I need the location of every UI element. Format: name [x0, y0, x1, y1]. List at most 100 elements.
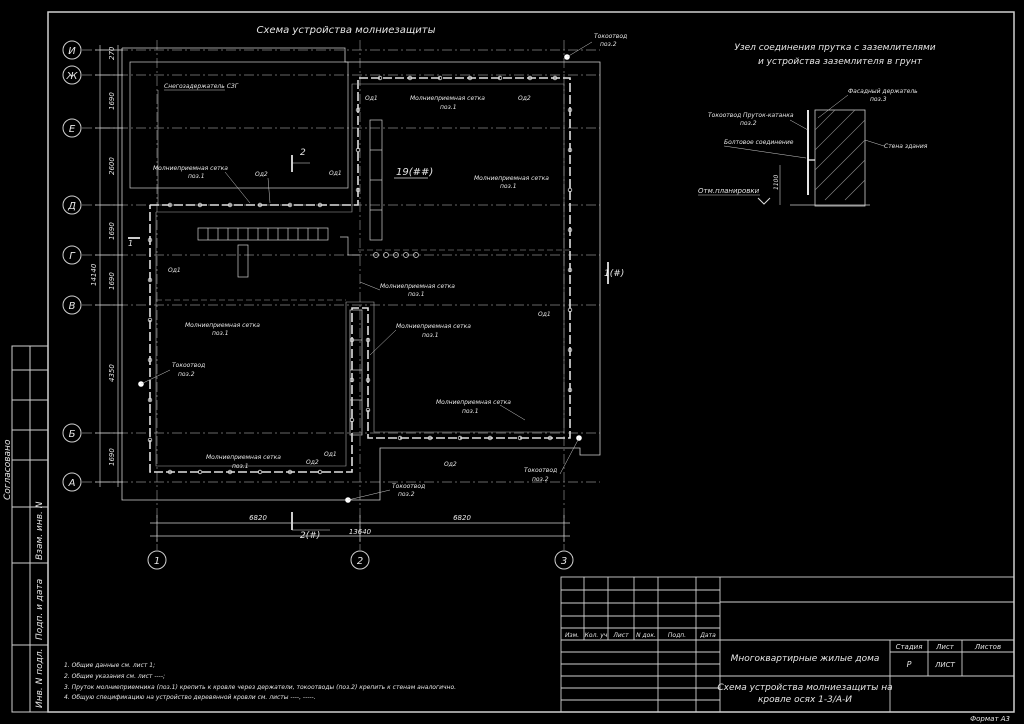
- dim-6820-left: 6820: [249, 514, 267, 522]
- label-mesh-5: Молниеприемная сетка: [185, 322, 260, 329]
- node-down-rod-pos: поз.2: [740, 120, 757, 127]
- label-mesh-2-pos: поз.1: [500, 183, 517, 190]
- tb-h-podp: Подп.: [668, 632, 686, 639]
- node-detail: [757, 109, 870, 207]
- axis-V: В: [69, 301, 76, 312]
- axis-3: 3: [561, 556, 567, 567]
- note-3: 3. Пруток молниеприемника (поз.1) крепит…: [64, 684, 456, 691]
- label-od1-top: Од1: [365, 95, 378, 102]
- label-mesh-3-pos: поз.1: [188, 173, 205, 180]
- label-mesh-7-pos: поз.1: [462, 408, 479, 415]
- tb-h-doc: N док.: [636, 632, 656, 639]
- tb-h-list: Лист: [612, 632, 629, 639]
- node-down-rod: Токоотвод Пруток-катанка: [708, 112, 794, 119]
- roof-details: [197, 119, 383, 436]
- tb-h-izm: Изм.: [565, 632, 579, 639]
- roof-vents: [373, 252, 419, 258]
- axis-letters: [62, 40, 82, 492]
- axis-D: Д: [67, 201, 76, 212]
- node-dim: 1100: [773, 175, 780, 190]
- label-mesh-6: Молниеприемная сетка: [396, 323, 471, 330]
- label-od2-left: Од2: [255, 171, 268, 178]
- axis-2: 2: [357, 556, 363, 567]
- dim-4350: 4350: [108, 364, 116, 382]
- note-4: 4. Общую спецификацию на устройство дере…: [64, 694, 316, 701]
- horizontal-dims: [150, 515, 570, 542]
- axis-numbers: [147, 550, 574, 570]
- label-mesh-8-pos: поз.1: [232, 463, 249, 470]
- label-od1-bottom: Од1: [324, 451, 337, 458]
- tb-project: Многоквартирные жилые дома: [731, 654, 880, 664]
- label-od1-mid: Од1: [329, 170, 342, 177]
- tb-stage: Р: [907, 660, 912, 669]
- label-od2-top: Од2: [518, 95, 531, 102]
- axis-E: Е: [69, 124, 76, 135]
- node-bolt: Болтовое соединение: [724, 139, 794, 146]
- tb-format: Формат А3: [970, 715, 1010, 723]
- mesh-holders: [147, 75, 573, 475]
- drawing-title: Схема устройства молниезащиты: [257, 25, 436, 36]
- tb-stage-h: Стадия: [896, 643, 923, 651]
- label-mesh-4: Молниеприемная сетка: [380, 283, 455, 290]
- building-outline: [121, 47, 601, 501]
- axis-Zh: Ж: [66, 71, 79, 82]
- roof-part-upper-left: [129, 61, 349, 189]
- label-mesh-2: Молниеприемная сетка: [474, 175, 549, 182]
- node-facade-pos: поз.3: [870, 96, 887, 103]
- axis-A: А: [68, 478, 76, 489]
- label-od1-right: Од1: [538, 311, 551, 318]
- tb-sheet-title-2: кровле осях 1-3/А-И: [758, 695, 852, 705]
- node-wall: Стена здания: [884, 143, 928, 150]
- label-down-2-pos: поз.2: [398, 491, 415, 498]
- tb-h-date: Дата: [699, 632, 716, 639]
- label-mesh-3: Молниеприемная сетка: [153, 165, 228, 172]
- axis-B: Б: [69, 429, 76, 440]
- dim-1690-c: 1690: [108, 272, 116, 290]
- stamp-agreed: Согласовано: [3, 439, 13, 500]
- label-mesh-8: Молниеприемная сетка: [206, 454, 281, 461]
- stamp-replace: Взам. инв. N: [35, 501, 45, 560]
- node-grade: Отм.планировки: [698, 187, 760, 195]
- label-down-4-pos: поз.2: [600, 41, 617, 48]
- dim-1690-a: 1690: [108, 92, 116, 110]
- label-section-1-right: 1(#): [604, 269, 624, 279]
- axis-1: 1: [154, 556, 160, 567]
- dim-2600: 2600: [108, 157, 116, 175]
- label-section-1-left: 1: [128, 239, 133, 248]
- stamp-inv: Инв. N подл.: [35, 649, 45, 708]
- axis-I: И: [68, 46, 76, 57]
- label-section-2-top: 2: [300, 148, 306, 158]
- node-title-2: и устройства заземлителя в грунт: [758, 57, 923, 67]
- vertical-dims: [95, 45, 123, 487]
- tb-sheet-h: Лист: [935, 643, 955, 651]
- label-down-1: Токоотвод: [172, 362, 205, 369]
- tb-sheets-h: Листов: [974, 643, 1001, 651]
- node-title-1: Узел соединения прутка с заземлителями: [734, 43, 935, 53]
- label-snow-holder: Снегозадержатель СЗГ: [164, 83, 239, 90]
- label-mesh-4-pos: поз.1: [408, 291, 425, 298]
- label-od2-bottom: Од2: [306, 459, 319, 466]
- node-facade: Фасадный держатель: [848, 88, 918, 95]
- label-od1-left: Од1: [168, 267, 181, 274]
- label-down-3-pos: поз.2: [532, 476, 549, 483]
- dim-13640: 13640: [349, 528, 372, 536]
- label-mesh-7: Молниеприемная сетка: [436, 399, 511, 406]
- tb-sheet-title-1: Схема устройства молниезащиты на: [717, 683, 892, 693]
- label-mesh-6-pos: поз.1: [422, 332, 439, 339]
- lightning-mesh: [149, 77, 571, 473]
- label-down-1-pos: поз.2: [178, 371, 195, 378]
- label-down-2: Токоотвод: [392, 483, 425, 490]
- axis-G: Г: [69, 251, 76, 262]
- tb-sheet: ЛИСТ: [934, 661, 955, 669]
- dim-270: 270: [108, 46, 116, 60]
- label-mesh-1-pos: поз.1: [440, 104, 457, 111]
- label-down-4: Токоотвод: [594, 33, 627, 40]
- title-block: [560, 576, 1015, 713]
- side-stamp: Согласовано Взам. инв. N Подп. и дата Ин…: [3, 345, 49, 713]
- note-1: 1. Общие данные см. лист 1;: [64, 662, 155, 669]
- label-down-3: Токоотвод: [524, 467, 557, 474]
- label-mesh-1: Молниеприемная сетка: [410, 95, 485, 102]
- label-section-19: 19(##): [396, 167, 433, 178]
- dim-1690-d: 1690: [108, 448, 116, 466]
